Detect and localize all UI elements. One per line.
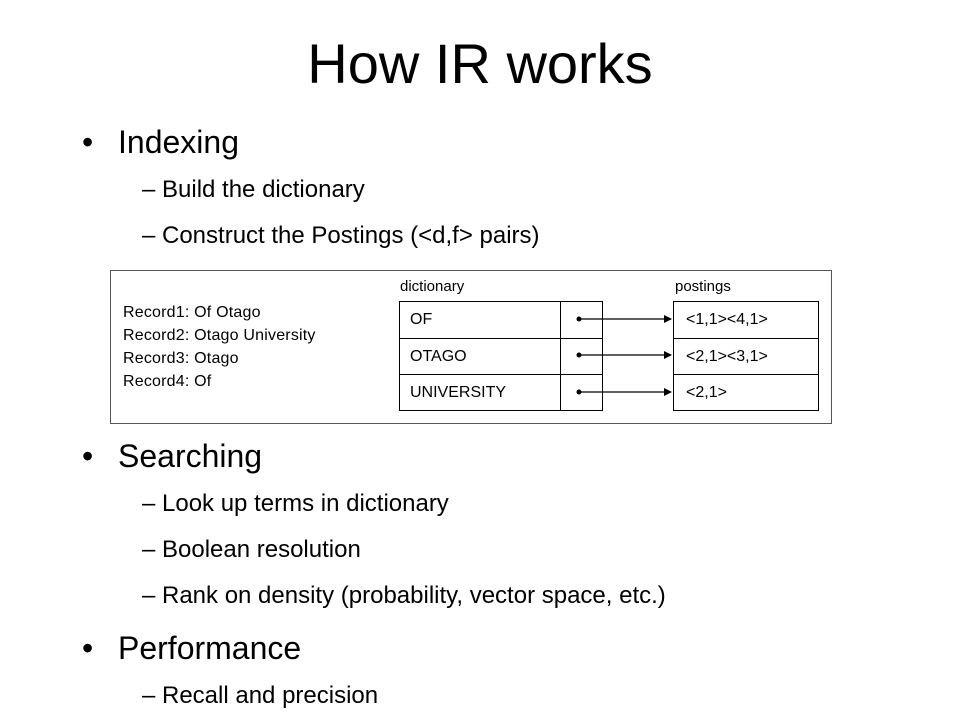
dictionary-term: OTAGO: [410, 348, 467, 365]
bullet-performance: • Performance: [82, 628, 301, 668]
bullet-performance-text: Performance: [118, 630, 302, 666]
dash-glyph: –: [142, 176, 156, 203]
sub-rank-on-density: – Rank on density (probability, vector s…: [142, 580, 666, 612]
dash-glyph: –: [142, 490, 156, 517]
sub-look-up-terms-text: Look up terms in dictionary: [162, 490, 449, 517]
dictionary-row: OF: [400, 302, 602, 339]
sub-construct-postings-text: Construct the Postings (<d,f> pairs): [162, 222, 540, 249]
sub-look-up-terms: – Look up terms in dictionary: [142, 488, 449, 520]
postings-label: postings: [675, 278, 731, 295]
postings-list: <2,1><3,1>: [686, 348, 768, 365]
inverted-index-diagram: Record1: Of Otago Record2: Otago Univers…: [110, 270, 832, 424]
dictionary-row: OTAGO: [400, 338, 602, 375]
pointer-cell-divider: [560, 375, 561, 411]
postings-list: <2,1>: [686, 384, 727, 401]
postings-table: <1,1><4,1> <2,1><3,1> <2,1>: [673, 301, 819, 411]
sub-rank-on-density-text: Rank on density (probability, vector spa…: [162, 582, 666, 609]
dictionary-row: UNIVERSITY: [400, 374, 602, 411]
sub-construct-postings: – Construct the Postings (<d,f> pairs): [142, 220, 540, 252]
dictionary-label: dictionary: [400, 278, 465, 295]
sub-recall-precision-text: Recall and precision: [162, 682, 379, 709]
sub-recall-precision: – Recall and precision: [142, 680, 378, 712]
sub-boolean-resolution: – Boolean resolution: [142, 534, 361, 566]
record-item: Record3: Otago: [123, 350, 239, 367]
postings-list: <1,1><4,1>: [686, 311, 768, 328]
pointer-cell-divider: [560, 339, 561, 375]
postings-row: <2,1><3,1>: [674, 338, 818, 376]
bullet-glyph: •: [82, 438, 94, 474]
dash-glyph: –: [142, 682, 156, 709]
pointer-cell-divider: [560, 302, 561, 339]
dash-glyph: –: [142, 536, 156, 563]
bullet-indexing: • Indexing: [82, 122, 239, 162]
record-list: Record1: Of Otago Record2: Otago Univers…: [123, 301, 316, 393]
dictionary-term: OF: [410, 311, 433, 328]
pointer-arrows: [576, 315, 672, 396]
bullet-searching: • Searching: [82, 436, 262, 476]
record-item: Record1: Of Otago: [123, 304, 261, 321]
dash-glyph: –: [142, 582, 156, 609]
bullet-searching-text: Searching: [118, 438, 263, 474]
postings-row: <1,1><4,1>: [674, 302, 818, 339]
bullet-glyph: •: [82, 630, 94, 666]
slide-title: How IR works: [307, 32, 653, 95]
dash-glyph: –: [142, 222, 156, 249]
record-item: Record2: Otago University: [123, 327, 316, 344]
sub-boolean-resolution-text: Boolean resolution: [162, 536, 361, 563]
dictionary-table: OF OTAGO UNIVERSITY: [399, 301, 603, 411]
bullet-indexing-text: Indexing: [118, 124, 239, 160]
sub-build-dictionary: – Build the dictionary: [142, 174, 365, 206]
dictionary-term: UNIVERSITY: [410, 384, 507, 401]
postings-row: <2,1>: [674, 374, 818, 412]
bullet-glyph: •: [82, 124, 94, 160]
record-item: Record4: Of: [123, 373, 212, 390]
sub-build-dictionary-text: Build the dictionary: [162, 176, 365, 203]
